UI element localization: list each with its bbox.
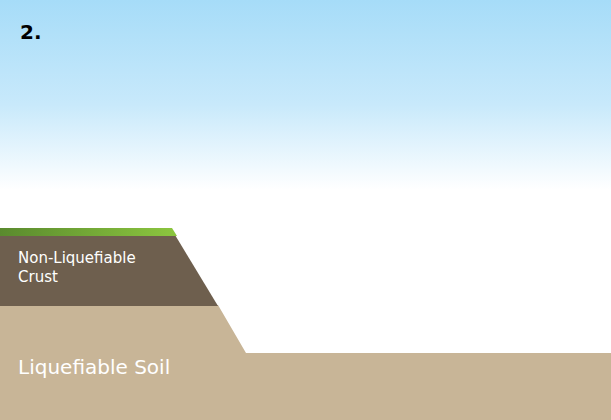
band-label: Non-Liquefiable Crust — [18, 249, 168, 287]
sky-gradient — [0, 0, 611, 190]
soil-region — [0, 305, 611, 420]
band-label: Liquefiable Soil — [18, 355, 170, 380]
step-number: 2. — [20, 20, 42, 44]
crust-band: Non-Liquefiable Crust — [0, 228, 220, 306]
grass-strip — [0, 228, 177, 236]
liquefiable-soil-band: Liquefiable Soil — [0, 305, 611, 420]
soil-region — [0, 230, 218, 306]
